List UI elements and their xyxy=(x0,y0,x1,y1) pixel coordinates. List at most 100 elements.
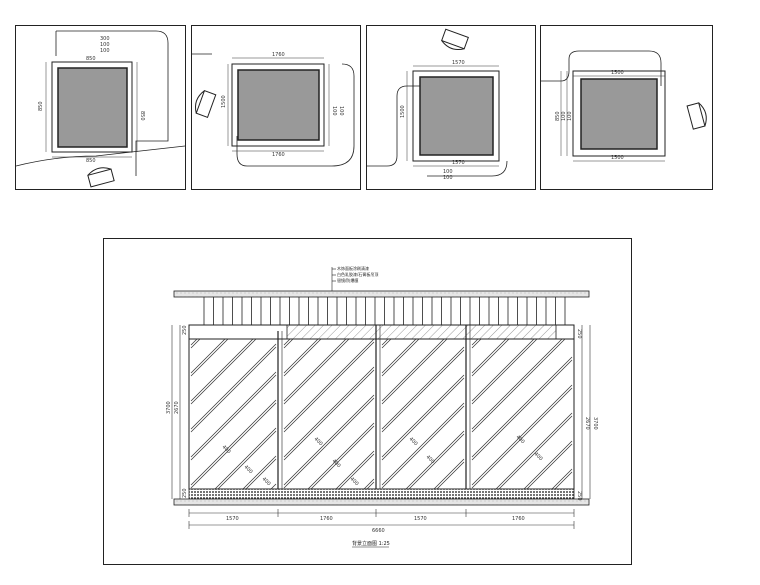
mirror-strip-line xyxy=(471,338,507,374)
total-dimension: 6660 xyxy=(372,528,385,534)
mirror-strip-line xyxy=(283,366,375,458)
plan-view-2: 1760 1760 1500 100 100 xyxy=(191,25,361,190)
mirror-strip-line xyxy=(190,371,277,458)
mirror-strip-line xyxy=(283,338,291,346)
mirror-strip-line xyxy=(405,430,465,490)
mirror-strip-line xyxy=(335,450,375,490)
bottom-dimension: 1570 xyxy=(226,516,239,522)
mirror-strip-line xyxy=(471,387,573,489)
plan-3-label: 100 xyxy=(443,169,453,175)
mirror-strip-line xyxy=(283,338,375,430)
mirror-strip-line xyxy=(283,338,350,405)
plan-view-4: 1500 1500 850 100 100 xyxy=(540,25,713,190)
plan-4-label: 100 xyxy=(567,111,573,121)
mirror-strip-line xyxy=(471,338,510,377)
material-note: 木饰面板涂刷清漆 xyxy=(337,265,369,271)
plan-3-label: 100 xyxy=(443,175,453,181)
bottom-dimension: 1760 xyxy=(512,516,525,522)
plan-4-label: 1500 xyxy=(611,70,624,76)
mirror-strip-line xyxy=(381,374,465,458)
panel-dimension: 400 xyxy=(261,476,272,487)
mirror-strip-line xyxy=(190,338,229,377)
plan-1-label: 300 xyxy=(100,36,110,42)
plan-2-label: 100 xyxy=(338,106,344,116)
left-dimension: 250 xyxy=(182,325,188,335)
plan-2-label: 1500 xyxy=(221,95,227,108)
mirror-strip-line xyxy=(283,369,375,461)
plan-view-3: 1570 1570 1500 100 100 xyxy=(366,25,536,190)
mirror-strip-line xyxy=(217,430,277,490)
plan-2-label: 100 xyxy=(331,106,337,116)
chair-icon xyxy=(441,28,469,51)
plan-1-label: 850 xyxy=(86,56,96,62)
mirror-strip-line xyxy=(190,399,277,486)
mirror-strip-line xyxy=(471,338,563,430)
chair-icon xyxy=(194,90,217,118)
mirror-strip-line xyxy=(433,458,465,490)
mirror-strip-line xyxy=(381,349,465,433)
mirror-strip-line xyxy=(190,338,257,405)
mirror-strip-line xyxy=(498,415,573,490)
chair-icon xyxy=(686,102,707,130)
drawing-caption: 背景立面图 1:25 xyxy=(352,540,390,547)
mirror-strip-line xyxy=(381,346,465,430)
mirror-strip-line xyxy=(245,458,277,490)
right-dimension: 250 xyxy=(576,491,582,501)
panel-dimension: 400 xyxy=(243,464,254,475)
panel-dimension: 400 xyxy=(515,434,526,445)
mirror-strip-line xyxy=(471,338,566,433)
mirror-strip-line xyxy=(381,338,448,405)
mirror-strip-line xyxy=(471,384,573,486)
panel-dimension: 400 xyxy=(313,436,324,447)
chair-icon xyxy=(87,167,115,188)
mirror-strip-line xyxy=(471,338,538,405)
left-dimension: 250 xyxy=(182,488,188,498)
mirror-strip-line xyxy=(554,471,573,490)
plan-2-label: 1760 xyxy=(272,152,285,158)
mirror-strip-line xyxy=(190,402,277,489)
mirror-strip-line xyxy=(310,425,375,490)
plan-3-label: 1500 xyxy=(400,105,406,118)
mirror-strip-line xyxy=(242,455,277,490)
mirror-strip-line xyxy=(270,483,277,490)
plan-1-label: 100 xyxy=(100,42,110,48)
mirror-strip-line xyxy=(283,341,375,433)
mirror-strip-line xyxy=(408,433,465,490)
panel-dimension: 400 xyxy=(533,451,544,462)
mirror-strip-line xyxy=(283,338,347,402)
mirror-strip-line xyxy=(190,338,254,402)
elevation-drawing: 木饰面板涂刷清漆 白色乳胶漆/石膏板吊顶 银镜/防爆膜 1570 1760 15… xyxy=(103,238,632,565)
plan-1-label: 850 xyxy=(38,101,44,111)
mirror-strip-line xyxy=(283,338,294,349)
left-dimension: 3700 xyxy=(166,401,172,414)
mirror-strip-line xyxy=(283,394,375,486)
mirror-strip-line xyxy=(381,405,465,489)
mirror-strip-line xyxy=(471,338,479,346)
plan-4-label: 1500 xyxy=(611,155,624,161)
plan-view-1: 300 100 100 850 850 850 850 xyxy=(15,25,186,190)
bottom-dimension: 1570 xyxy=(414,516,427,522)
mirror-strip-line xyxy=(283,338,319,374)
plan-2-label: 1760 xyxy=(272,52,285,58)
plan-1-label: 850 xyxy=(86,158,96,164)
mirror-strip-line xyxy=(471,359,573,461)
bottom-dimension: 1760 xyxy=(320,516,333,522)
plan-3-label: 1570 xyxy=(452,160,465,166)
mirror-strip-line xyxy=(526,443,573,490)
panel-dimension: 400 xyxy=(331,458,342,469)
mirror-strip-line xyxy=(381,338,392,349)
mirror-strip-line xyxy=(190,374,277,461)
plan-4-label: 850 xyxy=(555,111,561,121)
mirror-strip-line xyxy=(283,338,322,377)
mirror-strip-line xyxy=(381,338,389,346)
mirror-strip-line xyxy=(190,338,226,374)
mirror-strip-line xyxy=(366,481,375,490)
mirror-strip-line xyxy=(381,377,465,461)
mirror-strip-line xyxy=(436,461,465,490)
mirror-strip-line xyxy=(495,412,573,490)
plan-1-label: 850 xyxy=(139,111,145,121)
mirror-strip-line xyxy=(214,427,277,490)
material-note: 银镜/防爆膜 xyxy=(337,277,358,283)
panel-dimension: 400 xyxy=(425,454,436,465)
mirror-strip-line xyxy=(283,397,375,489)
